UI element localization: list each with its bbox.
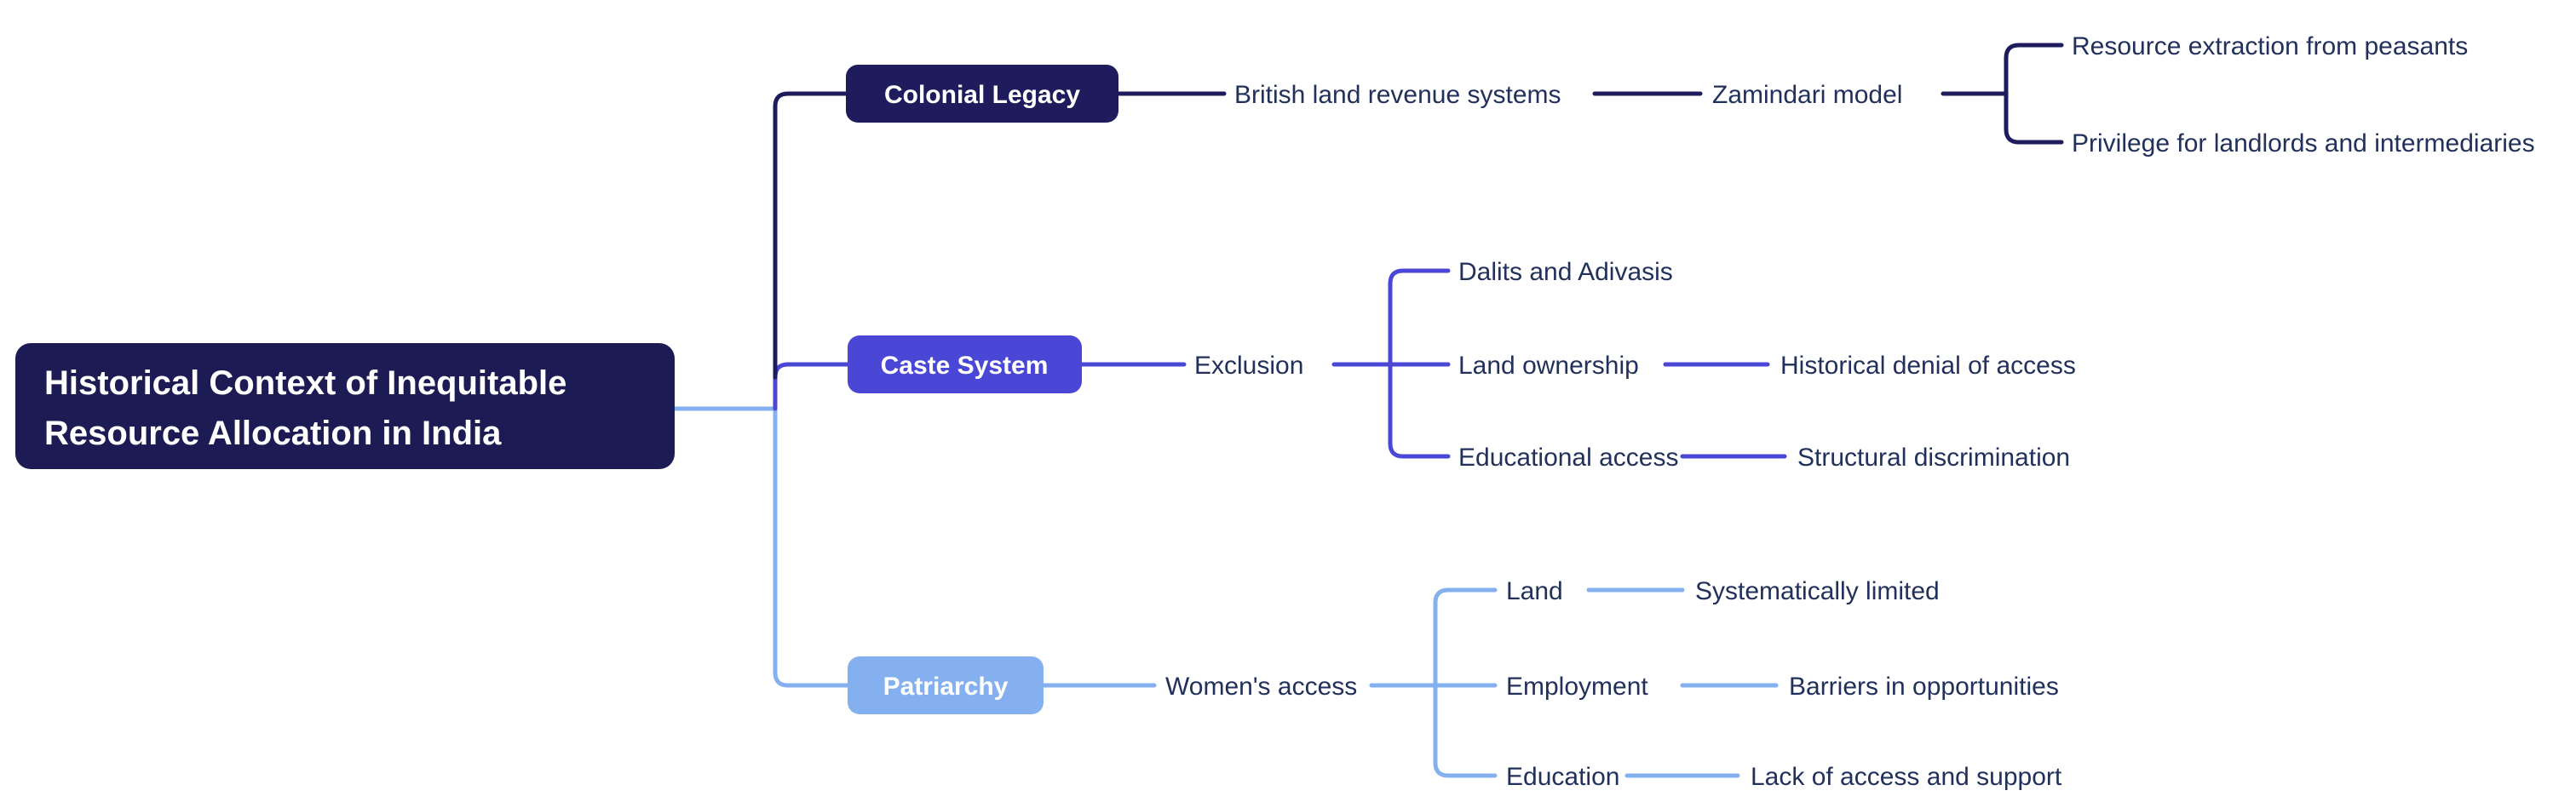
caste-system-label: Caste System [881, 352, 1049, 380]
root-node-box[interactable] [15, 343, 675, 469]
connector-bracket-colonial-top [2004, 43, 2064, 96]
connector-group-trunk [672, 91, 850, 688]
node-resource-extraction-from-peasants[interactable]: Resource extraction from peasants [2072, 32, 2468, 60]
connector-bracket-caste-bottom [1388, 362, 1451, 459]
root-node-label-line2: Resource Allocation in India [44, 415, 502, 452]
colonial-legacy-label: Colonial Legacy [884, 81, 1080, 109]
node-land-ownership[interactable]: Land ownership [1458, 352, 1639, 380]
patriarchy-node-box[interactable] [848, 656, 1044, 714]
node-exclusion[interactable]: Exclusion [1194, 352, 1303, 380]
connector-group-caste [1079, 268, 1787, 459]
node-privilege-for-landlords-and-intermediaries[interactable]: Privilege for landlords and intermediari… [2072, 129, 2535, 158]
node-educational-access[interactable]: Educational access [1458, 444, 1679, 472]
node-barriers-in-opportunities[interactable]: Barriers in opportunities [1789, 673, 2059, 701]
node-zamindari-model[interactable]: Zamindari model [1712, 81, 1902, 109]
connector-bracket-patriarchy-top [1433, 587, 1498, 688]
node-colonial-legacy[interactable]: Colonial Legacy [846, 65, 1118, 123]
node-historical-denial-of-access[interactable]: Historical denial of access [1780, 352, 2076, 380]
connector-bracket-patriarchy-bottom [1433, 683, 1498, 778]
patriarchy-label: Patriarchy [883, 673, 1009, 701]
node-dalits-and-adivasis[interactable]: Dalits and Adivasis [1458, 258, 1673, 286]
colonial-legacy-node-box[interactable] [846, 65, 1118, 123]
connector-trunk-to-patriarchy [773, 406, 850, 688]
connector-trunk-to-caste [773, 362, 850, 411]
node-education[interactable]: Education [1506, 763, 1619, 791]
node-british-land-revenue-systems[interactable]: British land revenue systems [1234, 81, 1561, 109]
connector-bracket-colonial-bottom [2004, 91, 2064, 145]
connector-group-colonial [1116, 43, 2064, 145]
connector-group-patriarchy [1041, 587, 1779, 778]
connector-bracket-caste-top [1388, 268, 1451, 367]
node-root[interactable]: Historical Context of Inequitable Resour… [15, 343, 675, 469]
node-structural-discrimination[interactable]: Structural discrimination [1797, 444, 2070, 472]
node-systematically-limited[interactable]: Systematically limited [1695, 577, 1940, 605]
root-node-label-line1: Historical Context of Inequitable [44, 364, 566, 402]
node-patriarchy[interactable]: Patriarchy [848, 656, 1044, 714]
node-womens-access[interactable]: Women's access [1165, 673, 1357, 701]
node-caste-system[interactable]: Caste System [848, 335, 1082, 393]
node-employment[interactable]: Employment [1506, 673, 1648, 701]
caste-system-node-box[interactable] [848, 335, 1082, 393]
connector-trunk-to-colonial [773, 91, 848, 380]
node-lack-of-access-and-support[interactable]: Lack of access and support [1751, 763, 2062, 791]
node-land[interactable]: Land [1506, 577, 1563, 605]
